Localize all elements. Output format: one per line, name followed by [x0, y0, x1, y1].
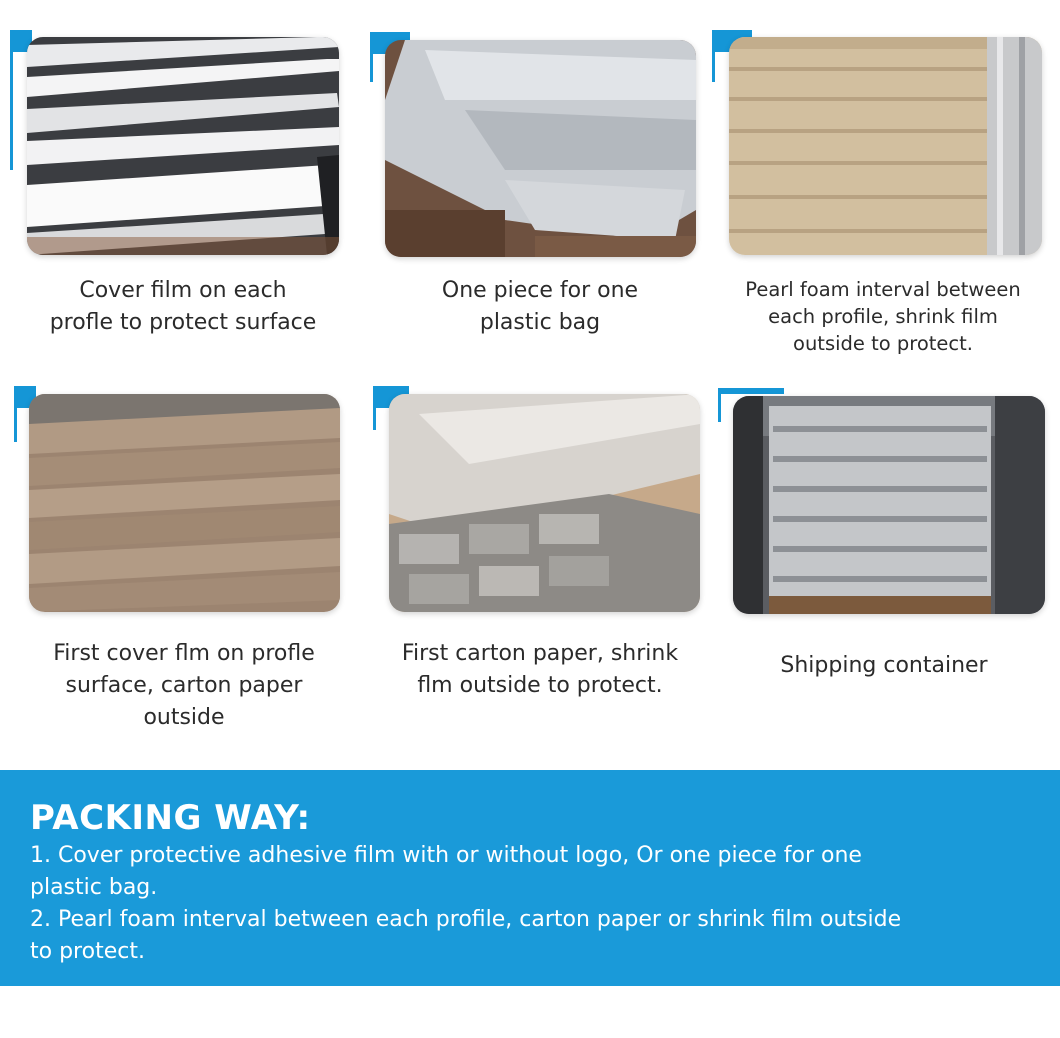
corner-accent-line: [10, 52, 13, 170]
banner-line-1: 1. Cover protective adhesive film with o…: [30, 843, 862, 868]
corner-accent-line: [718, 388, 721, 422]
wrapped-bundle-photo: [729, 37, 1042, 255]
corner-accent-line: [370, 54, 373, 82]
banner-line-1-cont: plastic bag.: [30, 875, 158, 900]
item-caption: First carton paper, shrink flm outside t…: [401, 641, 679, 698]
corner-accent-line: [712, 52, 715, 82]
item-caption: First cover flm on profle surface, carto…: [53, 641, 315, 730]
corner-accent: [718, 388, 784, 394]
item-caption: One piece for one plastic bag: [441, 278, 639, 335]
shipping-container-photo: [733, 396, 1045, 614]
item-caption: Cover film on each profle to protect sur…: [49, 278, 317, 335]
banner-line-2: 2. Pearl foam interval between each prof…: [30, 907, 902, 932]
corner-accent-line: [373, 408, 376, 430]
banner-line-2-cont: to protect.: [30, 939, 145, 964]
white-profiles-photo: [27, 37, 339, 255]
item-caption: Pearl foam interval between each profile…: [745, 278, 1021, 355]
packing-way-banner: PACKING WAY: 1. Cover protective adhesiv…: [0, 770, 1060, 986]
corner-accent: [10, 30, 32, 52]
item-caption: Shipping container: [780, 653, 988, 678]
corner-accent-line: [14, 408, 17, 442]
shrink-film-photo: [389, 394, 700, 612]
carton-paper-photo: [29, 394, 340, 612]
bagged-profiles-photo: [385, 40, 696, 257]
banner-title: PACKING WAY:: [30, 798, 311, 838]
